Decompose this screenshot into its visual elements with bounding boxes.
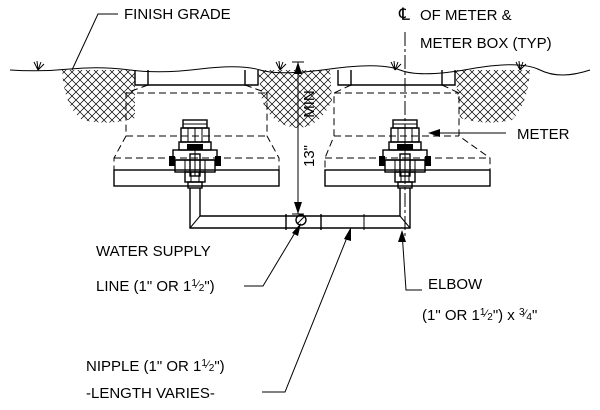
fraction-slash: ⁄ bbox=[194, 279, 201, 291]
meter-label: METER bbox=[517, 126, 570, 143]
soil-right bbox=[455, 70, 530, 123]
elbow-size-label: (1" OR 11⁄2") x 3⁄4" bbox=[422, 307, 537, 324]
fraction-slash: ⁄ bbox=[522, 308, 529, 320]
meter-box-left bbox=[113, 70, 280, 187]
soil-middle bbox=[258, 70, 332, 128]
nipple-label-line2: -LENGTH VARIES- bbox=[86, 385, 215, 402]
meter-left bbox=[168, 119, 222, 189]
dimension-min: MIN bbox=[301, 90, 318, 118]
leader-lines bbox=[71, 13, 506, 393]
elbow-leader-arrow bbox=[398, 230, 406, 242]
pipe-fitting-circle bbox=[295, 214, 307, 226]
nipple-label-line1: NIPPLE (1" OR 11⁄2") bbox=[86, 358, 225, 375]
water-supply-leader bbox=[244, 225, 300, 287]
pipe-outer bbox=[189, 188, 411, 229]
meter-leader-arrow bbox=[428, 129, 440, 137]
nipple-half-num: 1 bbox=[201, 358, 207, 369]
three-quarter-den: 4 bbox=[526, 312, 532, 323]
three-quarter-num: 3 bbox=[519, 307, 525, 318]
supply-piping bbox=[189, 188, 411, 230]
nipple-leader-arrow bbox=[344, 227, 351, 241]
soil-hatch-areas bbox=[62, 70, 530, 128]
pipe-inner bbox=[199, 188, 401, 217]
water-supply-label-line1: WATER SUPPLY bbox=[96, 243, 211, 260]
centerline-label-line1: OF METER & bbox=[420, 7, 512, 24]
water-supply-size-prefix: LINE (1" OR 1 bbox=[96, 278, 191, 295]
half-fraction-den: 2 bbox=[199, 283, 205, 294]
dimension-value: 13" bbox=[301, 145, 318, 167]
elbow-label: ELBOW bbox=[428, 276, 483, 293]
fraction-slash: ⁄ bbox=[204, 359, 211, 371]
finish-grade-leader bbox=[71, 13, 118, 71]
nipple-half-den: 2 bbox=[209, 363, 215, 374]
half-fraction-num: 1 bbox=[191, 278, 197, 289]
water-supply-leader-arrow bbox=[292, 223, 301, 236]
centerline-symbol: ℄ bbox=[398, 5, 410, 24]
nipple-size-prefix: NIPPLE (1" OR 1 bbox=[86, 358, 201, 375]
nipple-size-suffix: ") bbox=[214, 358, 224, 375]
depth-dimension: 13" MIN bbox=[292, 61, 318, 215]
elbow-size-mid: ") x bbox=[493, 307, 519, 324]
finish-grade-label: FINISH GRADE bbox=[124, 6, 231, 23]
soil-left bbox=[62, 70, 135, 123]
elbow-half-num: 1 bbox=[480, 307, 486, 318]
elbow-half-den: 2 bbox=[487, 312, 493, 323]
elbow-leader bbox=[401, 231, 422, 291]
elbow-size-suffix: " bbox=[532, 307, 537, 324]
water-supply-label-line2: LINE (1" OR 11⁄2") bbox=[96, 278, 215, 295]
elbow-size-prefix: (1" OR 1 bbox=[422, 307, 480, 324]
nipple-leader bbox=[262, 229, 351, 393]
centerline-label-line2: METER BOX (TYP) bbox=[420, 35, 552, 52]
water-supply-size-suffix: ") bbox=[204, 278, 214, 295]
fraction-slash: ⁄ bbox=[482, 308, 489, 320]
